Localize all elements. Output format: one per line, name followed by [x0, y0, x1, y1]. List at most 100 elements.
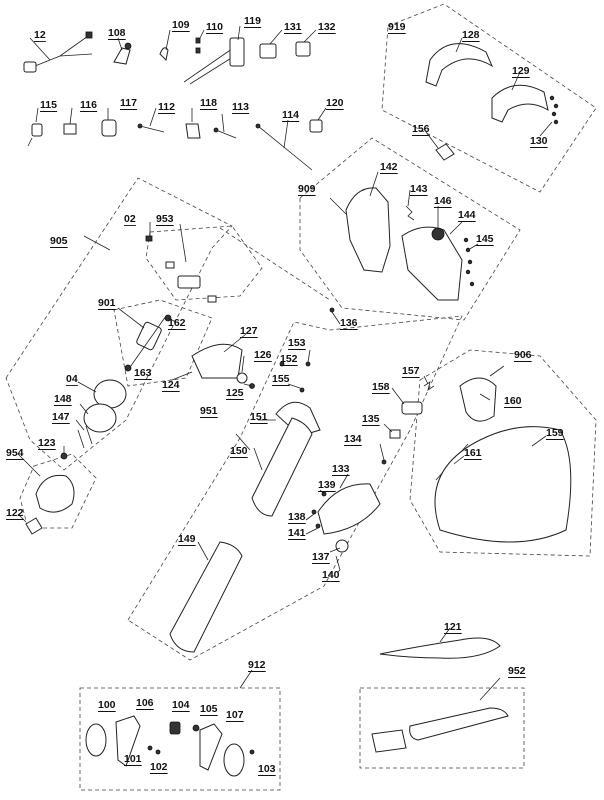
part-149-tube [169, 541, 243, 653]
label-109: 109 [172, 19, 190, 31]
label-149: 149 [178, 533, 196, 545]
part-128-handle [425, 43, 494, 87]
label-150: 150 [230, 445, 248, 457]
label-129: 129 [512, 65, 530, 77]
label-152: 152 [280, 353, 298, 365]
label-112: 112 [158, 101, 175, 113]
label-151: 151 [250, 411, 268, 423]
group-952-outline [359, 687, 525, 769]
label-124: 124 [162, 379, 180, 391]
label-113: 113 [232, 101, 249, 113]
label-105: 105 [200, 703, 218, 715]
label-107: 107 [226, 709, 244, 721]
label-119: 119 [244, 15, 261, 27]
part-144-housing [401, 226, 463, 301]
part-146-bearing [431, 227, 445, 241]
part-107-bracket [199, 723, 223, 771]
label-142: 142 [380, 161, 398, 173]
part-121-strap [379, 637, 501, 659]
part-155-screw [299, 387, 305, 393]
group-953-outline [145, 225, 263, 301]
part-126-nut [236, 372, 248, 384]
part-150-tube [251, 417, 313, 517]
part-105-nut [192, 724, 200, 732]
label-145: 145 [476, 233, 494, 245]
label-909: 909 [298, 183, 316, 195]
part-12-cable [23, 31, 93, 73]
label-02: 02 [124, 213, 136, 225]
part-124-pin [171, 371, 193, 381]
part-116-block [63, 123, 77, 135]
label-121: 121 [444, 621, 462, 633]
label-147: 147 [52, 411, 70, 423]
label-101: 101 [124, 753, 142, 765]
label-906: 906 [514, 349, 532, 361]
part-136-screw [329, 307, 335, 313]
part-114-wire [255, 123, 313, 171]
label-954: 954 [6, 447, 24, 459]
label-132: 132 [318, 21, 336, 33]
label-158: 158 [372, 381, 390, 393]
label-163: 163 [134, 367, 152, 379]
leader-lines [17, 25, 553, 701]
part-134-screw [381, 459, 387, 465]
part-129-handle [491, 84, 549, 123]
part-103-screw [249, 749, 255, 755]
part-113-wire [213, 127, 237, 139]
label-159: 159 [546, 427, 564, 439]
label-140: 140 [322, 569, 340, 581]
part-100-wheel [85, 723, 107, 757]
part-159-bag [434, 426, 572, 543]
part-108-plug [113, 42, 132, 65]
group-906-outline [409, 349, 597, 557]
part-117-switch [101, 119, 117, 137]
label-104: 104 [172, 699, 190, 711]
label-135: 135 [362, 413, 380, 425]
group-905-outline [5, 177, 233, 471]
label-139: 139 [318, 479, 336, 491]
label-04: 04 [66, 373, 78, 385]
part-160-adapter [459, 377, 497, 422]
part-147-pins [77, 425, 93, 449]
label-127: 127 [240, 325, 258, 337]
part-119-rods [183, 37, 245, 85]
part-112b-wheel [223, 743, 245, 777]
part-953-brushes [165, 261, 217, 303]
group-901-outline [113, 299, 213, 387]
part-132-connector [295, 41, 311, 57]
label-115: 115 [40, 99, 57, 111]
part-122-cap [25, 517, 43, 535]
part-151-collar [275, 401, 321, 437]
part-130-screws [549, 95, 559, 125]
part-143-spring [405, 205, 415, 221]
label-952: 952 [508, 665, 526, 677]
part-157-spring [423, 381, 435, 391]
part-135-clip [389, 429, 401, 439]
label-128: 128 [462, 29, 480, 41]
label-146: 146 [434, 195, 452, 207]
part-102-screw [155, 749, 161, 755]
label-110: 110 [206, 21, 223, 33]
part-101-screw [147, 745, 153, 751]
label-137: 137 [312, 551, 330, 563]
guide-line [219, 227, 331, 301]
part-952-extension [371, 707, 509, 753]
part-110-screws [195, 37, 201, 54]
group-909-outline [299, 137, 521, 321]
part-127-handle [191, 343, 243, 379]
group-954-outline [19, 453, 97, 529]
label-134: 134 [344, 433, 362, 445]
label-160: 160 [504, 395, 522, 407]
part-142-housing [345, 187, 391, 273]
label-905: 905 [50, 235, 68, 247]
part-labels: 12 108 109 110 119 131 132 115 116 117 1… [6, 15, 564, 776]
part-140-pin [335, 555, 341, 571]
part-120-sensor [309, 119, 323, 133]
label-144: 144 [458, 209, 476, 221]
label-131: 131 [284, 21, 302, 33]
part-153-screw [305, 361, 311, 367]
label-102: 102 [150, 761, 168, 773]
part-954-fan [35, 474, 75, 513]
label-118: 118 [200, 97, 217, 109]
